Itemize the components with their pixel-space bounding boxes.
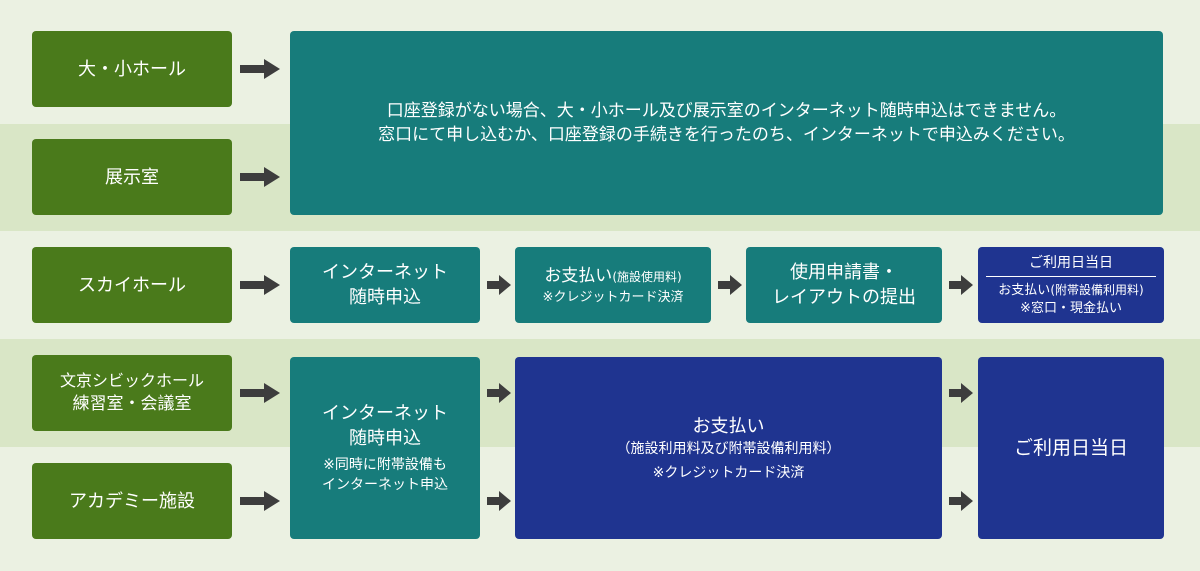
- sky-submit-box: 使用申請書・ レイアウトの提出: [746, 247, 942, 323]
- day-title: ご利用日当日: [1029, 254, 1113, 271]
- day-payment-sub-label: (附帯設備利用料): [1050, 282, 1144, 297]
- sky-day-box: ご利用日当日 お支払い(附帯設備利用料) ※窓口・現金払い: [978, 247, 1164, 323]
- payment-sub-label: (施設使用料): [612, 269, 682, 284]
- facility-label: 展示室: [105, 166, 159, 188]
- arrow-right-icon: [949, 275, 973, 295]
- apply-note: インターネット申込: [322, 477, 448, 493]
- apply-note: ※同時に附帯設備も: [323, 457, 447, 473]
- submit-label: 使用申請書・: [790, 262, 898, 283]
- arrow-right-icon: [949, 383, 973, 403]
- apply-label: インターネット: [322, 403, 448, 424]
- payment-note: ※クレジットカード決済: [652, 464, 805, 481]
- facility-exhibition-room: 展示室: [32, 139, 232, 215]
- facility-label: 練習室・会議室: [72, 394, 192, 414]
- facility-academy: アカデミー施設: [32, 463, 232, 539]
- day-payment: お支払い(附帯設備利用料): [998, 281, 1143, 300]
- sky-apply-box: インターネット 随時申込: [290, 247, 480, 323]
- payment-sub-label: （施設利用料及び附帯設備利用料）: [616, 440, 841, 457]
- notice-line: 窓口にて申し込むか、口座登録の手続きを行ったのち、インターネットで申込みください…: [378, 125, 1075, 145]
- payment-label: お支払い: [544, 265, 613, 286]
- notice-line: 口座登録がない場合、大・小ホール及び展示室のインターネット随時申込はできません。: [386, 101, 1067, 121]
- facility-civic-hall: 文京シビックホール 練習室・会議室: [32, 355, 232, 431]
- arrow-right-icon: [487, 275, 511, 295]
- facility-large-small-hall: 大・小ホール: [32, 31, 232, 107]
- arrow-right-icon: [487, 383, 511, 403]
- notice-box: 口座登録がない場合、大・小ホール及び展示室のインターネット随時申込はできません。…: [290, 31, 1163, 215]
- day-payment-label: お支払い: [998, 282, 1051, 298]
- apply-label: インターネット: [322, 262, 448, 283]
- arrow-right-icon: [240, 275, 280, 295]
- facility-label: 大・小ホール: [78, 58, 186, 80]
- apply-label: 随時申込: [349, 287, 421, 308]
- arrow-right-icon: [487, 491, 511, 511]
- facility-label: アカデミー施設: [69, 490, 195, 512]
- payment-title: お支払い: [692, 415, 765, 437]
- sky-payment-box: お支払い(施設使用料) ※クレジットカード決済: [515, 247, 711, 323]
- submit-label: レイアウトの提出: [772, 287, 916, 308]
- day-payment-note: ※窓口・現金払い: [1020, 300, 1122, 316]
- arrow-right-icon: [240, 167, 280, 187]
- civic-payment-box: お支払い （施設利用料及び附帯設備利用料） ※クレジットカード決済: [515, 357, 942, 539]
- civic-apply-box: インターネット 随時申込 ※同時に附帯設備も インターネット申込: [290, 357, 480, 539]
- facility-label: 文京シビックホール: [59, 371, 204, 390]
- facility-sky-hall: スカイホール: [32, 247, 232, 323]
- day-title: ご利用日当日: [1013, 436, 1128, 459]
- arrow-right-icon: [240, 383, 280, 403]
- arrow-right-icon: [240, 491, 280, 511]
- arrow-right-icon: [240, 59, 280, 79]
- arrow-right-icon: [718, 275, 742, 295]
- apply-label: 随時申込: [349, 428, 421, 449]
- payment-note: ※クレジットカード決済: [542, 289, 684, 305]
- facility-label: スカイホール: [78, 274, 186, 296]
- arrow-right-icon: [949, 491, 973, 511]
- payment-heading: お支払い(施設使用料): [544, 264, 681, 289]
- divider: [986, 275, 1156, 277]
- civic-day-box: ご利用日当日: [978, 357, 1164, 539]
